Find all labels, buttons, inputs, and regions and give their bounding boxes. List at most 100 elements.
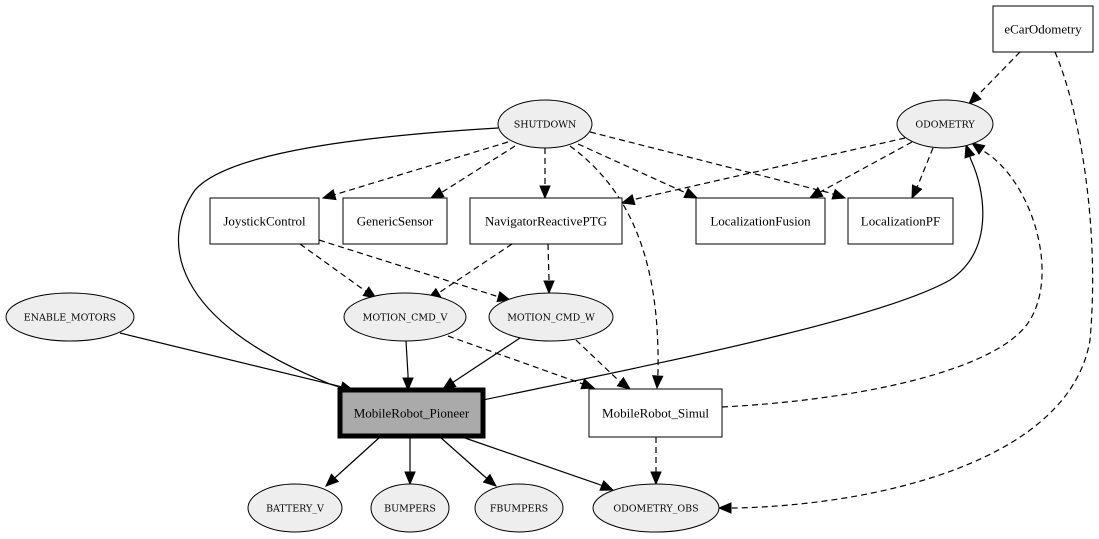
node-label: SHUTDOWN — [514, 120, 577, 131]
node-bumpers[interactable]: BUMPERS — [370, 483, 450, 533]
edge-odometry-to-localizationfusion — [808, 141, 913, 199]
arrowhead-icon — [616, 376, 632, 390]
edge-line — [721, 142, 1043, 408]
edge-mobilerobot_pioneer-to-fbumpers — [439, 436, 497, 487]
node-shape — [337, 387, 486, 439]
node-shape — [847, 197, 954, 245]
node-label: LocalizationPF — [861, 214, 940, 229]
node-motion-cmd-w[interactable]: MOTION_CMD_W — [488, 292, 614, 342]
node-shape — [896, 99, 994, 149]
arrowhead-icon — [964, 143, 976, 159]
arrowhead-icon — [429, 187, 445, 199]
arrowhead-icon — [808, 186, 824, 199]
edge-odometry-to-navigatorreactiveptg — [620, 137, 906, 206]
node-label: LocalizationFusion — [710, 214, 811, 229]
edge-line — [318, 239, 511, 301]
node-shape — [247, 483, 343, 533]
node-shape — [474, 483, 564, 533]
node-label: BATTERY_V — [266, 504, 324, 515]
edge-motion_cmd_w-to-mobilerobot_simul — [575, 339, 632, 390]
node-joystickcontrol[interactable]: JoystickControl — [209, 197, 320, 245]
arrowhead-icon — [580, 378, 596, 390]
edge-ecarodometry-to-odometry_obs — [717, 51, 1094, 514]
node-label: ENABLE_MOTORS — [24, 313, 116, 324]
edge-shutdown-to-navigatorreactiveptg — [539, 148, 551, 200]
edge-line — [911, 147, 934, 199]
arrowhead-icon — [539, 185, 551, 200]
edge-line — [177, 127, 499, 393]
node-shape — [497, 99, 593, 149]
edge-line — [442, 337, 521, 390]
edge-joystickcontrol-to-motion_cmd_v — [299, 243, 378, 299]
node-shape — [488, 292, 614, 342]
arrowhead-icon — [650, 471, 662, 486]
node-enable-motors[interactable]: ENABLE_MOTORS — [5, 292, 135, 342]
edge-shutdown-to-genericsensor — [429, 145, 516, 199]
node-navigatorreactiveptg[interactable]: NavigatorReactivePTG — [469, 197, 623, 245]
node-label: MOTION_CMD_W — [507, 313, 595, 324]
edge-line — [569, 145, 659, 389]
edge-motion_cmd_v-to-mobilerobot_simul — [447, 335, 596, 390]
arrowhead-icon — [482, 473, 497, 487]
arrowhead-icon — [599, 480, 615, 491]
edge-line — [447, 335, 595, 389]
node-mobilerobot-simul[interactable]: MobileRobot_Simul — [588, 388, 723, 438]
arrowhead-icon — [496, 291, 512, 303]
node-shape — [695, 197, 826, 245]
edge-line — [430, 145, 516, 199]
edge-mobilerobot_pioneer-to-bumpers — [404, 437, 416, 486]
edge-line — [482, 144, 984, 401]
edge-mobilerobot_pioneer-to-odometry_obs — [461, 436, 615, 491]
edge-navigatorreactiveptg-to-motion_cmd_v — [426, 243, 513, 300]
arrowhead-icon — [683, 187, 699, 199]
node-fbumpers[interactable]: FBUMPERS — [474, 483, 564, 533]
edge-shutdown-to-localizationpf — [589, 131, 847, 200]
edge-ecarodometry-to-odometry — [968, 51, 1021, 105]
node-localizationpf[interactable]: LocalizationPF — [847, 197, 954, 245]
arrowhead-icon — [717, 502, 732, 514]
node-label: ODOMETRY — [915, 120, 975, 131]
edge-shutdown-to-joystickcontrol — [321, 141, 509, 201]
node-label: FBUMPERS — [490, 504, 548, 515]
node-shape — [992, 5, 1094, 53]
node-genericsensor[interactable]: GenericSensor — [342, 197, 448, 245]
edge-odometry-to-localizationpf — [911, 147, 934, 200]
edge-line — [322, 141, 509, 199]
arrowhead-icon — [543, 280, 555, 295]
edge-navigatorreactiveptg-to-motion_cmd_w — [543, 243, 555, 295]
node-label: MobileRobot_Pioneer — [354, 406, 470, 421]
node-motion-cmd-v[interactable]: MOTION_CMD_V — [343, 292, 467, 342]
node-label: BUMPERS — [384, 504, 436, 515]
node-label: NavigatorReactivePTG — [485, 214, 607, 229]
arrowhead-icon — [402, 377, 414, 392]
node-battery-v[interactable]: BATTERY_V — [247, 483, 343, 533]
arrowhead-icon — [620, 194, 636, 206]
arrowhead-icon — [652, 375, 664, 390]
edge-mobilerobot_pioneer-to-odometry — [482, 143, 984, 401]
node-label: GenericSensor — [357, 214, 434, 229]
node-label: eCarOdometry — [1004, 22, 1082, 37]
edge-line — [577, 143, 698, 199]
node-shape — [209, 197, 320, 245]
node-ecarodometry[interactable]: eCarOdometry — [992, 5, 1094, 53]
node-shape — [592, 483, 720, 533]
arrowhead-icon — [321, 189, 337, 201]
node-shape — [588, 388, 723, 438]
edge-shutdown-to-mobilerobot_pioneer — [177, 127, 499, 395]
node-label: MOTION_CMD_V — [363, 313, 448, 324]
arrowhead-icon — [441, 377, 457, 390]
edge-motion_cmd_v-to-mobilerobot_pioneer — [402, 340, 414, 392]
arrowhead-icon — [968, 91, 982, 105]
edge-joystickcontrol-to-motion_cmd_w — [318, 239, 512, 303]
node-odometry[interactable]: ODOMETRY — [896, 99, 994, 149]
arrowhead-icon — [325, 473, 340, 487]
node-shape — [342, 197, 448, 245]
node-mobilerobot-pioneer[interactable]: MobileRobot_Pioneer — [337, 387, 486, 439]
edge-line — [589, 131, 846, 199]
node-shutdown[interactable]: SHUTDOWN — [497, 99, 593, 149]
node-odometry-obs[interactable]: ODOMETRY_OBS — [592, 483, 720, 533]
edge-mobilerobot_simul-to-odometry_obs — [650, 437, 662, 486]
node-localizationfusion[interactable]: LocalizationFusion — [695, 197, 826, 245]
